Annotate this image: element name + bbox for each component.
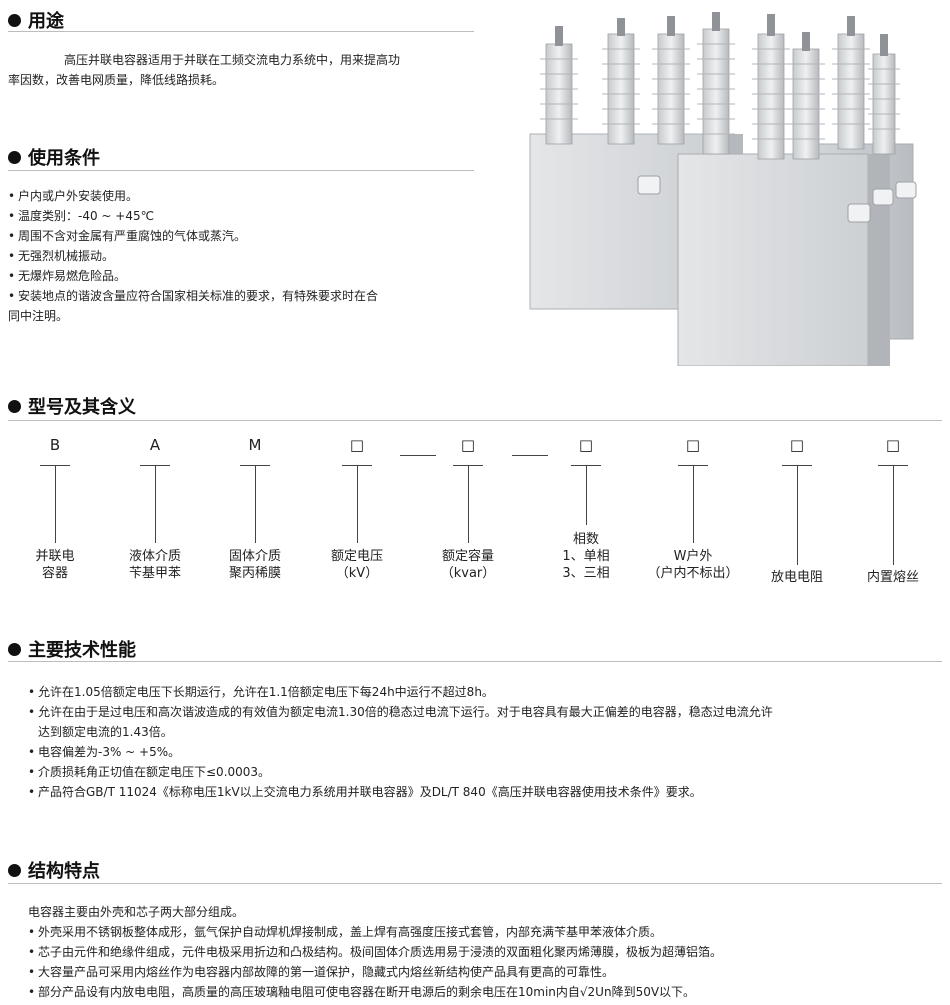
list-item: 产品符合GB/T 11024《标称电压1kV以上交流电力系统用并联电容器》及DL… xyxy=(28,782,938,802)
bullet-dot-icon xyxy=(8,13,21,27)
list-item: 安装地点的谐波含量应符合国家相关标准的要求，有特殊要求时在合 xyxy=(8,286,488,306)
model-title: 型号及其含义 xyxy=(28,397,136,418)
structure-intro: 电容器主要由外壳和芯子两大部分组成。 xyxy=(28,905,245,919)
code-leader-line xyxy=(797,465,798,565)
desc-line: 1、单相 xyxy=(562,549,610,564)
model-code-letter: M xyxy=(248,436,262,454)
structure-heading: 结构特点 xyxy=(8,857,100,883)
model-code-description: 液体介质 苄基甲苯 xyxy=(100,548,210,582)
model-code-description: 额定电压 （kV） xyxy=(302,548,412,582)
model-code-description: 固体介质 聚丙稀膜 xyxy=(200,548,310,582)
model-code-description: 内置熔丝 xyxy=(838,569,948,586)
performance-title: 主要技术性能 xyxy=(28,640,136,661)
capacitor-unit-front xyxy=(677,153,890,366)
usage-title: 用途 xyxy=(28,11,64,32)
model-code-placeholder-box: □ xyxy=(578,436,594,454)
capacitor-product-image xyxy=(529,12,917,366)
bushings xyxy=(540,12,900,160)
conditions-title: 使用条件 xyxy=(28,148,100,169)
usage-line: 高压并联电容器适用于并联在工频交流电力系统中，用来提高功 xyxy=(64,53,401,67)
desc-line: （kvar） xyxy=(440,566,496,581)
model-code-placeholder-box: □ xyxy=(789,436,805,454)
desc-line: （户内不标出） xyxy=(647,566,739,581)
list-item: 电容偏差为-3% ~ +5%。 xyxy=(28,742,938,762)
desc-line: 液体介质 xyxy=(128,549,181,564)
list-item: 允许在1.05倍额定电压下长期运行，允许在1.1倍额定电压下每24h中运行不超过… xyxy=(28,682,938,702)
list-item: 无强烈机械振动。 xyxy=(8,246,488,266)
desc-line: 聚丙稀膜 xyxy=(228,566,281,581)
bullet-dot-icon xyxy=(8,399,21,413)
list-item: 部分产品设有内放电电阻，高质量的高压玻璃釉电阻可使电容器在断开电源后的剩余电压在… xyxy=(28,982,938,1002)
desc-line: 内置熔丝 xyxy=(866,570,919,585)
code-leader-line xyxy=(255,465,256,543)
model-divider xyxy=(8,420,942,421)
list-item: 外壳采用不锈钢板整体成形，氩气保护自动焊机焊接制成，盖上焊有高强度压接式套管，内… xyxy=(28,922,938,942)
code-separator-dash xyxy=(512,455,548,456)
list-item: 户内或户外安装使用。 xyxy=(8,186,488,206)
performance-divider xyxy=(8,661,942,662)
code-leader-line xyxy=(155,465,156,543)
usage-text: 高压并联电容器适用于并联在工频交流电力系统中，用来提高功 率因数，改善电网质量，… xyxy=(8,50,478,90)
model-code-placeholder-box: □ xyxy=(349,436,365,454)
usage-line: 率因数，改善电网质量，降低线路损耗。 xyxy=(8,73,225,87)
model-code-description: 相数 1、单相 3、三相 xyxy=(531,531,641,582)
bullet-dot-icon xyxy=(8,150,21,164)
code-leader-line xyxy=(586,465,587,525)
code-leader-line xyxy=(893,465,894,565)
model-heading: 型号及其含义 xyxy=(8,393,136,419)
bullet-dot-icon xyxy=(8,863,21,877)
performance-list-cont: 电容偏差为-3% ~ +5%。 介质损耗角正切值在额定电压下≤0.0003。 产… xyxy=(28,742,938,802)
structure-divider xyxy=(8,883,942,884)
model-code-letter: A xyxy=(149,436,161,454)
list-item: 介质损耗角正切值在额定电压下≤0.0003。 xyxy=(28,762,938,782)
conditions-divider xyxy=(8,170,474,171)
model-code-placeholder-box: □ xyxy=(685,436,701,454)
desc-line: 额定容量 xyxy=(441,549,494,564)
model-code-description: 放电电阻 xyxy=(742,569,852,586)
desc-line: 固体介质 xyxy=(228,549,281,564)
structure-list: 外壳采用不锈钢板整体成形，氩气保护自动焊机焊接制成，盖上焊有高强度压接式套管，内… xyxy=(28,922,938,1002)
performance-heading: 主要技术性能 xyxy=(8,636,136,662)
mounting-brackets xyxy=(637,175,917,223)
desc-line: 放电电阻 xyxy=(770,570,823,585)
model-code-description: 额定容量 （kvar） xyxy=(413,548,523,582)
code-leader-line xyxy=(55,465,56,543)
desc-line: 3、三相 xyxy=(562,566,610,581)
conditions-continuation: 同中注明。 xyxy=(8,309,69,323)
model-code-placeholder-box: □ xyxy=(460,436,476,454)
usage-divider xyxy=(8,31,474,32)
list-item: 无爆炸易燃危险品。 xyxy=(8,266,488,286)
desc-line: 额定电压 xyxy=(330,549,383,564)
conditions-heading: 使用条件 xyxy=(8,144,100,170)
desc-line: 容器 xyxy=(41,566,68,581)
performance-continuation: 达到额定电流的1.43倍。 xyxy=(38,725,173,739)
model-code-description: 并联电 容器 xyxy=(0,548,110,582)
code-leader-line xyxy=(468,465,469,543)
list-item: 大容量产品可采用内熔丝作为电容器内部故障的第一道保护，隐藏式内熔丝新结构使产品具… xyxy=(28,962,938,982)
desc-line: （kV） xyxy=(335,566,379,581)
desc-line: 并联电 xyxy=(35,549,75,564)
code-separator-dash xyxy=(400,455,436,456)
bullet-dot-icon xyxy=(8,642,21,656)
conditions-list: 户内或户外安装使用。 温度类别：-40 ~ +45℃ 周围不含对金属有严重腐蚀的… xyxy=(8,186,488,306)
structure-title: 结构特点 xyxy=(28,861,100,882)
code-leader-line xyxy=(357,465,358,543)
list-item: 周围不含对金属有严重腐蚀的气体或蒸汽。 xyxy=(8,226,488,246)
code-leader-line xyxy=(693,465,694,543)
model-code-description: W户外 （户内不标出） xyxy=(638,548,748,582)
model-code-placeholder-box: □ xyxy=(885,436,901,454)
list-item: 允许在由于是过电压和高次谐波造成的有效值为额定电流1.30倍的稳态过电流下运行。… xyxy=(28,702,938,722)
desc-line: 相数 xyxy=(572,532,599,547)
usage-heading: 用途 xyxy=(8,7,64,33)
list-item: 温度类别：-40 ~ +45℃ xyxy=(8,206,488,226)
desc-line: 苄基甲苯 xyxy=(128,566,181,581)
desc-line: W户外 xyxy=(673,549,713,564)
model-code-letter: B xyxy=(49,436,61,454)
performance-list: 允许在1.05倍额定电压下长期运行，允许在1.1倍额定电压下每24h中运行不超过… xyxy=(28,682,938,722)
model-code-diagram: B 并联电 容器 A 液体介质 苄基甲苯 M 固体介质 聚丙稀膜 □ 额定电压 xyxy=(0,436,950,596)
list-item: 芯子由元件和绝缘件组成，元件电极采用折边和凸极结构。极间固体介质选用易于浸渍的双… xyxy=(28,942,938,962)
